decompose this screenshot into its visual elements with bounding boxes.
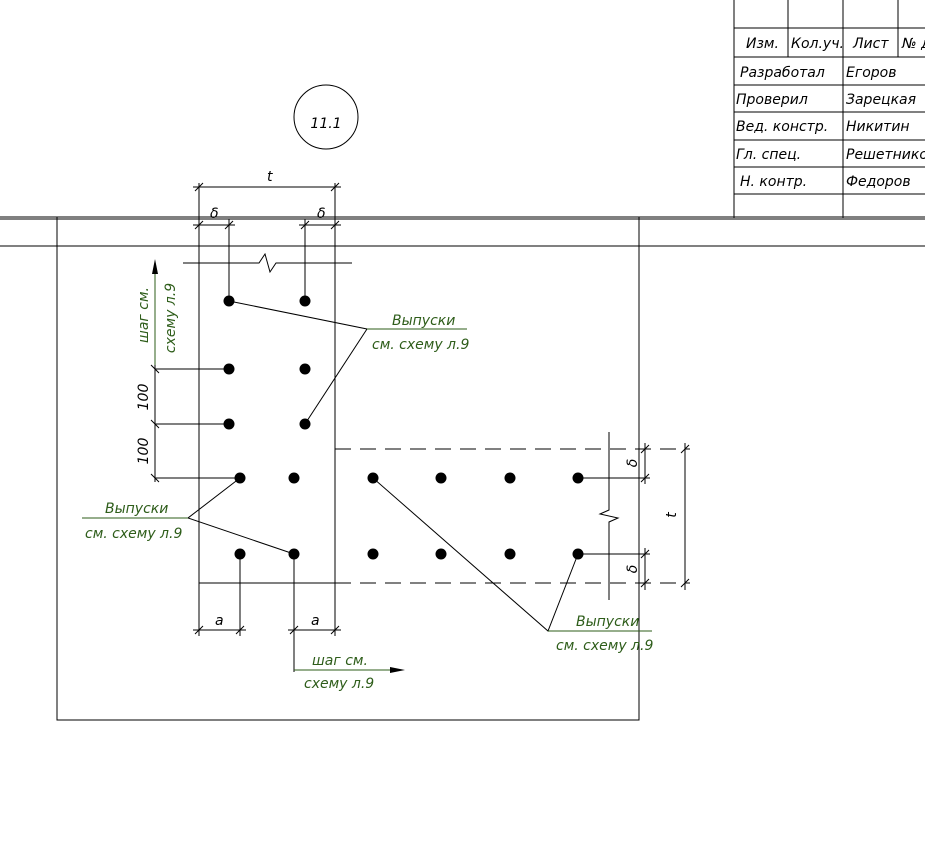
callout-right-ref: см. схему л.9 <box>556 638 653 654</box>
rebar-dot <box>234 548 246 560</box>
header-list: Лист <box>852 36 889 52</box>
dim-100-upper: 100 <box>136 384 152 411</box>
header-koluch: Кол.уч. <box>791 36 844 52</box>
name-norm-control: Федоров <box>846 174 911 190</box>
dim-delta-top-right: δ <box>317 206 326 222</box>
dim-delta-top-left: δ <box>210 206 219 222</box>
header-izm: Изм. <box>746 36 779 52</box>
callout-right: Выпуски см. схему л.9 <box>372 477 653 654</box>
right-dimensions: t δ δ <box>578 443 690 590</box>
step-note-horizontal-2: схему л.9 <box>304 676 374 692</box>
column-outline <box>183 183 690 636</box>
name-checked: Зарецкая <box>846 92 916 108</box>
bottom-dimensions: a a шаг см. схему л.9 <box>193 554 405 692</box>
title-block: Изм. Кол.уч. Лист № д Разработал Егоров … <box>733 0 925 218</box>
dim-100-lower: 100 <box>136 438 152 465</box>
rebar-dot <box>504 472 516 484</box>
plan-outline <box>56 216 640 721</box>
rebar-dot <box>299 363 311 375</box>
role-norm-control: Н. контр. <box>740 174 807 190</box>
callout-left: Выпуски см. схему л.9 <box>82 477 295 555</box>
dim-delta-right-top: δ <box>625 459 641 468</box>
rebar-dot <box>435 548 447 560</box>
step-note-vertical-1: шаг см. <box>136 287 152 343</box>
sheet-marker: 11.1 <box>293 84 359 150</box>
left-dimensions: 100 100 шаг см. схему л.9 <box>136 259 240 483</box>
dim-t-top: t <box>267 169 273 185</box>
role-chief-specialist: Гл. спец. <box>736 147 801 163</box>
role-developed: Разработал <box>740 65 825 81</box>
arrow-right-icon <box>390 667 405 673</box>
dim-delta-right-bottom: δ <box>625 565 641 574</box>
header-doc-no: № д <box>901 36 925 52</box>
role-lead-designer: Вед. констр. <box>736 119 828 135</box>
rebar-outlets <box>223 295 584 560</box>
callout-top-title: Выпуски <box>392 313 455 329</box>
arrow-up-icon <box>152 259 158 274</box>
name-lead-designer: Никитин <box>846 119 910 135</box>
dim-a-right: a <box>311 613 320 629</box>
dim-t-right: t <box>664 512 680 518</box>
break-line-top <box>183 252 352 274</box>
callout-left-ref: см. схему л.9 <box>85 526 182 542</box>
sheet-marker-label: 11.1 <box>310 116 341 132</box>
frame <box>0 216 925 721</box>
rebar-dot <box>504 548 516 560</box>
break-line-right <box>598 432 620 600</box>
role-checked: Проверил <box>736 92 808 108</box>
rebar-dot <box>223 418 235 430</box>
step-note-vertical-2: схему л.9 <box>163 283 179 353</box>
name-chief-specialist: Решетнико <box>846 147 925 163</box>
rebar-dot <box>223 363 235 375</box>
callout-left-title: Выпуски <box>105 501 168 517</box>
name-developed: Егоров <box>846 65 896 81</box>
callout-top: Выпуски см. схему л.9 <box>228 300 469 425</box>
rebar-dot <box>367 548 379 560</box>
callout-top-ref: см. схему л.9 <box>372 337 469 353</box>
step-note-horizontal-1: шаг см. <box>312 653 368 669</box>
top-dimensions: t δ δ <box>193 169 341 301</box>
dim-a-left: a <box>215 613 224 629</box>
rebar-dot <box>299 295 311 307</box>
callout-right-title: Выпуски <box>576 614 639 630</box>
rebar-dot <box>288 472 300 484</box>
rebar-dot <box>435 472 447 484</box>
rebar-dot <box>572 472 584 484</box>
